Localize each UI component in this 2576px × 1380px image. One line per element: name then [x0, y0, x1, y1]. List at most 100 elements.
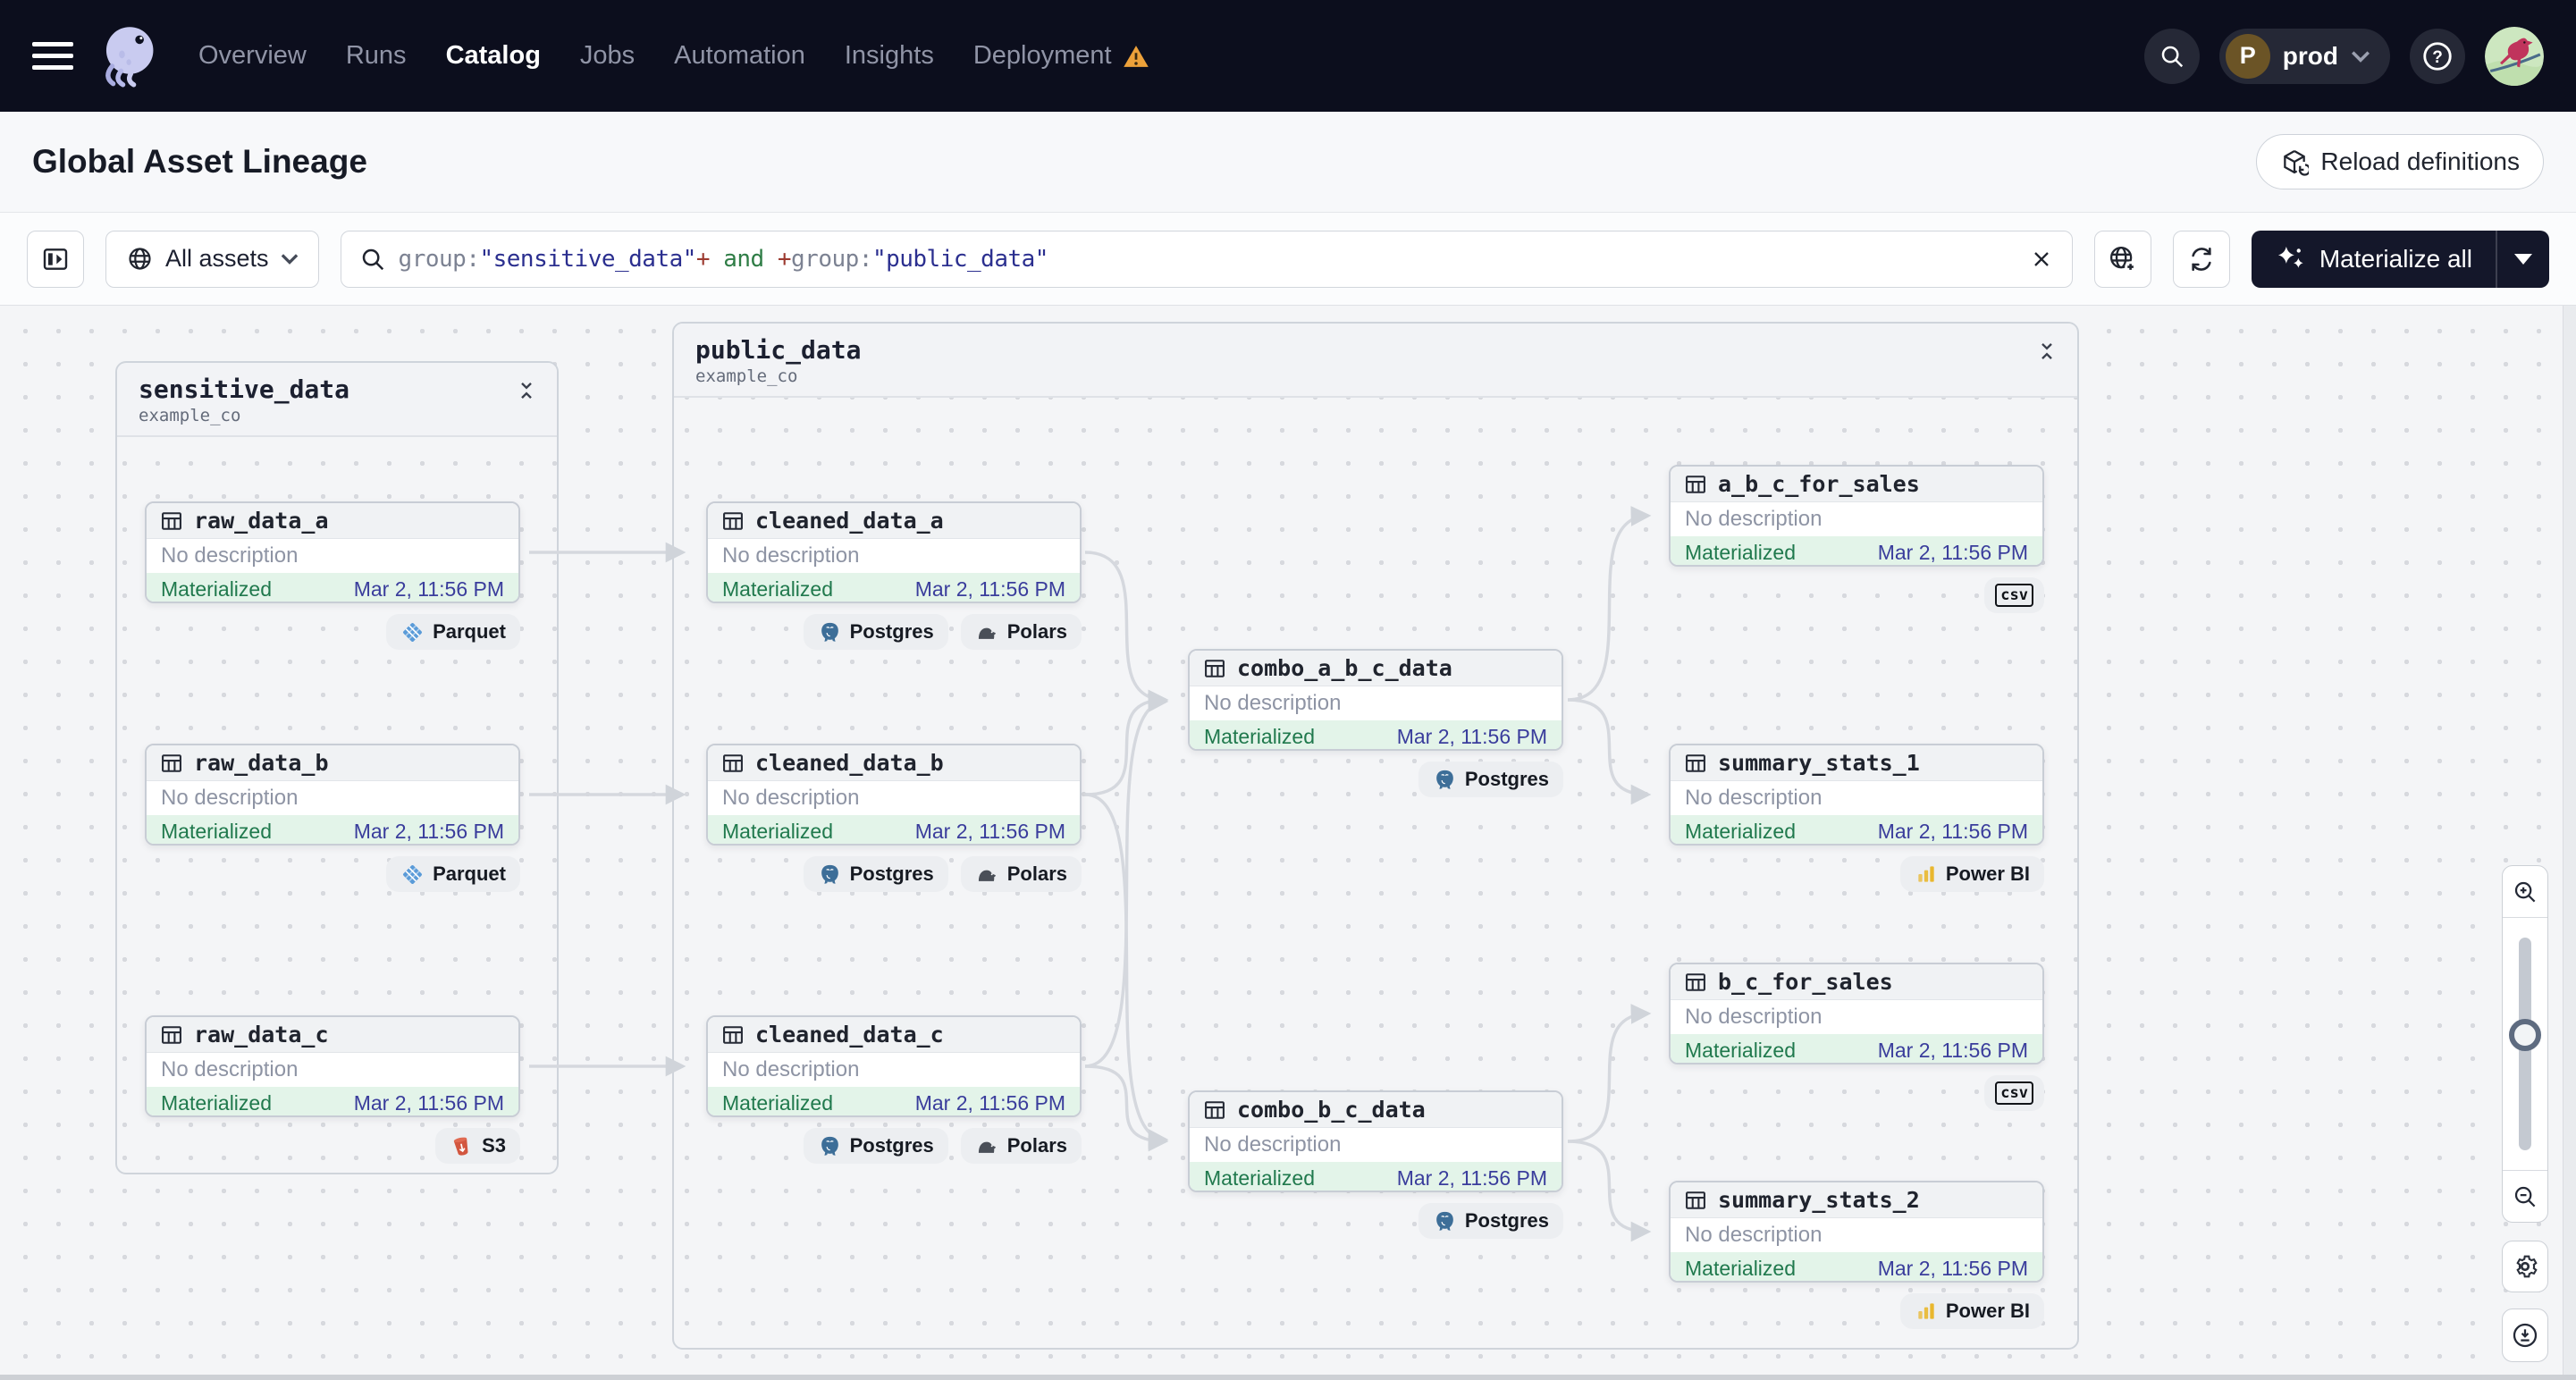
- recenter-graph-button[interactable]: [2502, 1308, 2548, 1362]
- nav-item-deployment[interactable]: Deployment: [972, 41, 1112, 70]
- page-title: Global Asset Lineage: [32, 143, 367, 180]
- nav-item-overview[interactable]: Overview: [198, 41, 307, 70]
- nav-item-runs[interactable]: Runs: [345, 41, 407, 70]
- postgres-icon: [1435, 770, 1453, 789]
- materialize-options-button[interactable]: [2497, 231, 2549, 288]
- table-icon: [723, 753, 743, 772]
- reload-cube-icon: [2284, 150, 2310, 176]
- dagster-logo-icon[interactable]: [97, 25, 159, 88]
- clear-query-button[interactable]: [2029, 247, 2054, 272]
- asset-status-bar: Materialized Mar 2, 11:56 PM: [1190, 720, 1562, 749]
- asset-node-combo-a-b-c-data[interactable]: combo_a_b_c_data No description Material…: [1188, 649, 1563, 751]
- svg-text:?: ?: [2432, 47, 2443, 66]
- collapse-icon: [521, 383, 532, 399]
- table-icon: [162, 511, 181, 530]
- reload-definitions-button[interactable]: Reload definitions: [2256, 134, 2544, 189]
- refresh-graph-button[interactable]: [2172, 230, 2230, 288]
- environment-name: prod: [2282, 41, 2338, 70]
- asset-node-summary-stats-2[interactable]: summary_stats_2 No description Materiali…: [1669, 1181, 2044, 1283]
- polars-icon: [978, 1141, 996, 1153]
- asset-node-cleaned-data-a[interactable]: cleaned_data_a No description Materializ…: [706, 501, 1082, 603]
- asset-group-sensitive-data: sensitive_data example_co: [115, 361, 559, 1174]
- materialize-all-button[interactable]: Materialize all: [2252, 231, 2496, 288]
- badge-row: Postgres: [1188, 762, 1563, 797]
- query-text: group:"sensitive_data"+ and +group:"publ…: [398, 245, 1049, 273]
- asset-scope-dropdown[interactable]: All assets: [105, 230, 319, 288]
- table-icon: [1205, 1100, 1225, 1119]
- open-panel-button[interactable]: [27, 230, 84, 288]
- asset-status-bar: Materialized Mar 2, 11:56 PM: [147, 1087, 518, 1115]
- postgres-icon: [821, 622, 838, 642]
- asset-description: No description: [1204, 691, 1342, 715]
- download-center-icon: [2513, 1323, 2538, 1348]
- sparkles-icon: [2277, 246, 2303, 268]
- asset-node-cleaned-data-c[interactable]: cleaned_data_c No description Materializ…: [706, 1015, 1082, 1117]
- help-button[interactable]: ?: [2410, 28, 2465, 84]
- collapse-icon: [2041, 343, 2052, 359]
- materialize-all-label: Materialize all: [2319, 244, 2472, 273]
- lineage-query-input[interactable]: group:"sensitive_data"+ and +group:"publ…: [340, 230, 2073, 288]
- environment-badge: P: [2225, 33, 2270, 79]
- question-icon: ?: [2423, 41, 2452, 71]
- open-in-new-scope-button[interactable]: [2093, 230, 2151, 288]
- user-avatar[interactable]: [2485, 26, 2544, 86]
- table-icon: [723, 511, 743, 530]
- collapse-group-button[interactable]: [2038, 335, 2056, 366]
- asset-description: No description: [1685, 786, 1823, 810]
- asset-description: No description: [161, 1057, 299, 1081]
- asset-name: combo_b_c_data: [1237, 1097, 1426, 1123]
- graph-settings-button[interactable]: [2502, 1241, 2548, 1292]
- nav-item-insights[interactable]: Insights: [844, 41, 934, 70]
- asset-node-raw-data-c[interactable]: raw_data_c No description Materialized M…: [145, 1015, 520, 1117]
- kind-badge-s3: S3: [435, 1128, 520, 1164]
- vertical-scrollbar[interactable]: [2563, 306, 2576, 1380]
- asset-status-bar: Materialized Mar 2, 11:56 PM: [708, 573, 1080, 602]
- parquet-icon: [403, 864, 423, 884]
- globe-plus-icon: [2110, 246, 2137, 273]
- asset-name: cleaned_data_a: [755, 508, 944, 534]
- asset-node-a-b-c-for-sales[interactable]: a_b_c_for_sales No description Materiali…: [1669, 465, 2044, 567]
- asset-node-b-c-for-sales[interactable]: b_c_for_sales No description Materialize…: [1669, 963, 2044, 1064]
- postgres-icon: [821, 1136, 838, 1156]
- postgres-icon: [1435, 1211, 1453, 1231]
- table-icon: [1686, 1191, 1705, 1209]
- badge-row: Postgres: [1188, 1203, 1563, 1239]
- environment-switcher[interactable]: P prod: [2218, 28, 2390, 84]
- search-button[interactable]: [2143, 28, 2200, 84]
- kind-badge-powerbi: Power BI: [1899, 856, 2044, 892]
- asset-node-summary-stats-1[interactable]: summary_stats_1 No description Materiali…: [1669, 744, 2044, 846]
- kind-badge-postgres: Postgres: [1418, 1203, 1563, 1239]
- kind-badge-postgres: Postgres: [1418, 762, 1563, 797]
- page-header: Global Asset Lineage Reload definitions: [0, 112, 2576, 213]
- asset-status-bar: Materialized Mar 2, 11:56 PM: [1190, 1162, 1562, 1191]
- nav-item-catalog[interactable]: Catalog: [445, 41, 541, 70]
- nav-item-jobs[interactable]: Jobs: [579, 41, 636, 70]
- kind-badge-polars: Polars: [960, 1128, 1082, 1164]
- asset-name: cleaned_data_c: [755, 1022, 944, 1048]
- zoom-slider[interactable]: [2503, 918, 2547, 1170]
- asset-node-raw-data-a[interactable]: raw_data_a No description Materialized M…: [145, 501, 520, 603]
- nav-links: Overview Runs Catalog Jobs Automation In…: [198, 41, 1149, 71]
- asset-description: No description: [1685, 1223, 1823, 1247]
- asset-node-combo-b-c-data[interactable]: combo_b_c_data No description Materializ…: [1188, 1090, 1563, 1192]
- asset-status-bar: Materialized Mar 2, 11:56 PM: [1671, 815, 2042, 844]
- asset-node-raw-data-b[interactable]: raw_data_b No description Materialized M…: [145, 744, 520, 846]
- group-repo: example_co: [695, 366, 798, 386]
- polars-icon: [978, 870, 996, 881]
- collapse-group-button[interactable]: [518, 374, 535, 406]
- asset-node-cleaned-data-b[interactable]: cleaned_data_b No description Materializ…: [706, 744, 1082, 846]
- zoom-control-panel: [2502, 865, 2548, 1223]
- lineage-canvas[interactable]: sensitive_data example_co public_data ex…: [0, 306, 2576, 1380]
- asset-status-bar: Materialized Mar 2, 11:56 PM: [708, 1087, 1080, 1115]
- kind-badge-polars: Polars: [960, 614, 1082, 650]
- search-icon: [362, 248, 383, 270]
- zoom-slider-thumb[interactable]: [2509, 1019, 2541, 1051]
- badge-row: Power BI: [1669, 856, 2044, 892]
- zoom-in-button[interactable]: [2503, 866, 2547, 918]
- nav-item-automation[interactable]: Automation: [674, 41, 805, 70]
- hamburger-menu-icon[interactable]: [32, 42, 73, 70]
- s3-icon: [453, 1137, 468, 1156]
- badge-row: csv: [1669, 1075, 2044, 1111]
- group-title: sensitive_data: [139, 374, 350, 404]
- zoom-out-button[interactable]: [2503, 1170, 2547, 1222]
